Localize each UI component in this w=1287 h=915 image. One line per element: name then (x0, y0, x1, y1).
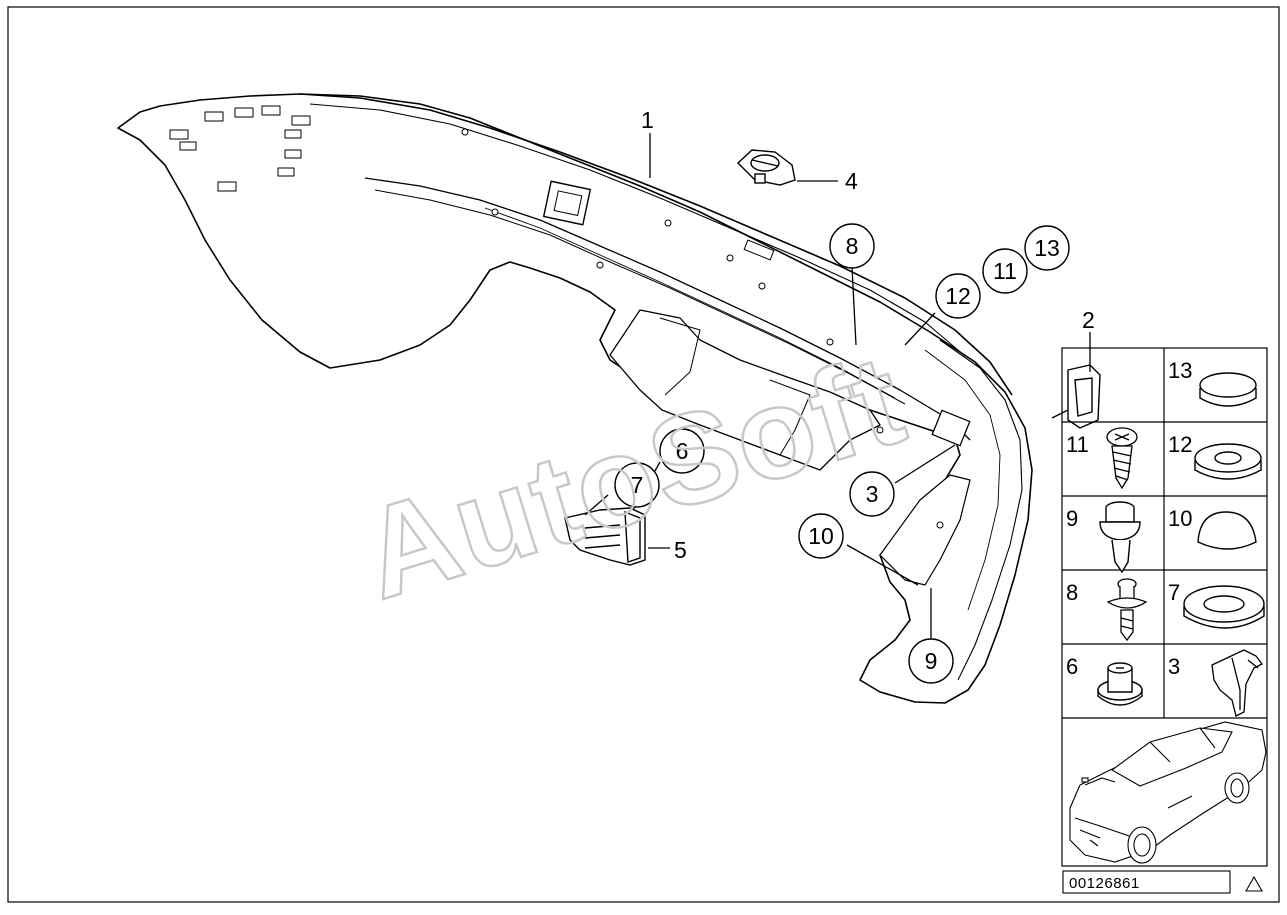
legend-part-13-grommet (1199, 372, 1257, 407)
svg-text:9: 9 (925, 648, 938, 674)
parts-legend (1061, 347, 1268, 867)
bumper-cover (117, 93, 1033, 704)
callout-12: 12 (935, 273, 981, 319)
legend-part-12-washer (1194, 443, 1262, 480)
reference-number-box: 00126861 (1062, 870, 1231, 894)
svg-text:3: 3 (1168, 654, 1180, 679)
svg-text:7: 7 (631, 472, 644, 498)
svg-text:6: 6 (1066, 654, 1078, 679)
legend-part-7-washer (1183, 585, 1265, 629)
callout-10: 10 (798, 513, 844, 559)
vehicle-thumbnail (1069, 721, 1267, 864)
legend-part-3-bracket (1211, 649, 1263, 717)
svg-text:13: 13 (1034, 235, 1060, 261)
svg-text:4: 4 (845, 168, 858, 194)
warning-triangle-icon (1245, 875, 1263, 892)
svg-text:3: 3 (866, 481, 879, 507)
callout-13: 13 (1024, 225, 1070, 271)
svg-text:10: 10 (808, 523, 834, 549)
callout-11: 11 (982, 248, 1028, 294)
callout-6: 6 (659, 428, 705, 474)
callout-8: 8 (829, 223, 875, 269)
callout-4: 4 (845, 168, 858, 194)
svg-text:12: 12 (945, 283, 971, 309)
svg-text:7: 7 (1168, 580, 1180, 605)
svg-text:2: 2 (1082, 307, 1095, 333)
callout-2: 2 (1082, 307, 1095, 333)
legend-part-11-screw (1106, 427, 1138, 490)
svg-text:13: 13 (1168, 358, 1192, 383)
svg-text:8: 8 (846, 233, 859, 259)
svg-text:6: 6 (676, 438, 689, 464)
svg-text:9: 9 (1066, 506, 1078, 531)
legend-part-10-cap (1197, 511, 1257, 550)
diagram-border (7, 6, 1280, 903)
svg-text:8: 8 (1066, 580, 1078, 605)
callout-5: 5 (674, 537, 687, 563)
legend-part-6-nut (1097, 662, 1143, 706)
svg-text:10: 10 (1168, 506, 1192, 531)
svg-text:11: 11 (993, 258, 1017, 284)
svg-text:11: 11 (1066, 432, 1089, 457)
callout-9: 9 (908, 638, 954, 684)
svg-text:12: 12 (1168, 432, 1192, 457)
callout-3: 3 (849, 471, 895, 517)
svg-text:1: 1 (641, 107, 654, 133)
part-4-drawing (736, 149, 796, 186)
legend-part-8-rivet (1106, 578, 1148, 642)
callout-7: 7 (614, 462, 660, 508)
part-5-drawing (564, 507, 646, 566)
callout-1: 1 (641, 107, 654, 133)
svg-text:00126861: 00126861 (1069, 875, 1140, 892)
legend-part-9-clip (1099, 501, 1141, 574)
part-2-drawing (1051, 364, 1101, 429)
legend-labels: 13 11 12 9 10 8 7 6 3 (1066, 358, 1192, 679)
svg-text:5: 5 (674, 537, 687, 563)
